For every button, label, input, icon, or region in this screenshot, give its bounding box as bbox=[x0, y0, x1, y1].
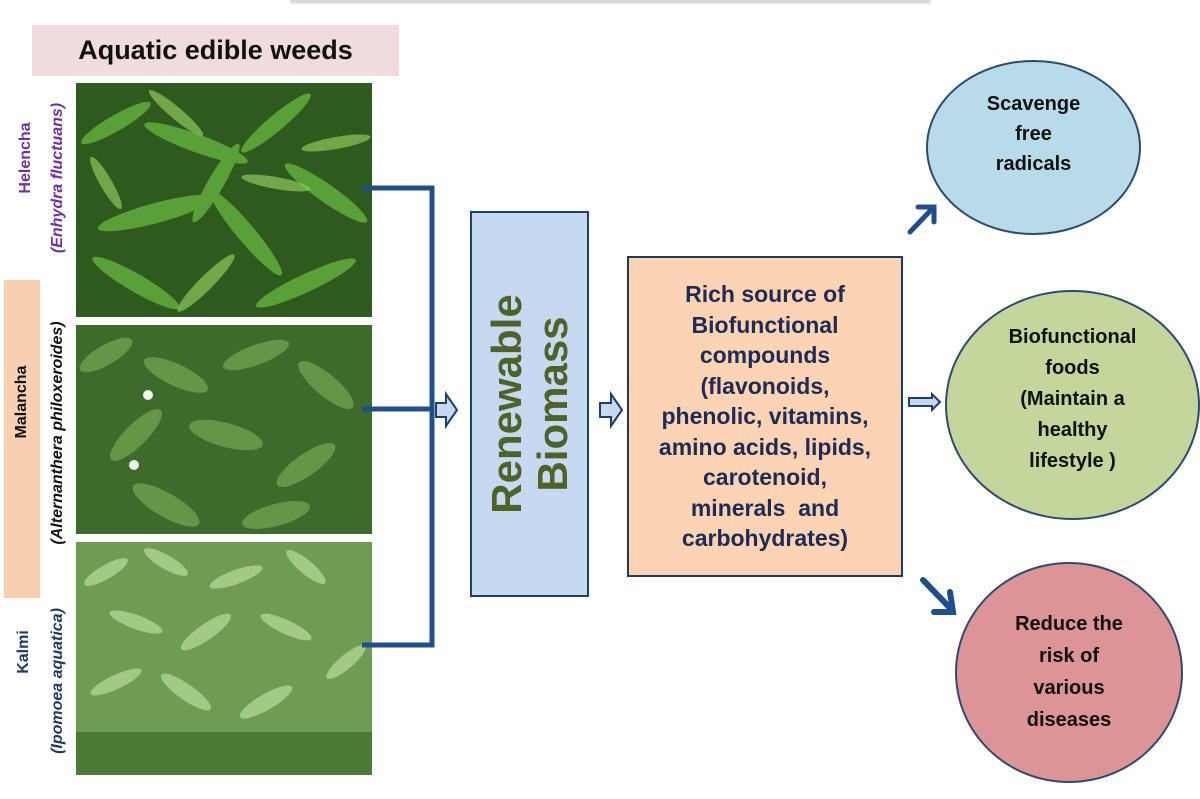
kalmi-leaves-illustration bbox=[76, 542, 372, 775]
top-divider bbox=[290, 0, 930, 2]
bracket-connector bbox=[362, 185, 435, 648]
outcome-line: various bbox=[1033, 677, 1105, 699]
compounds-line: phenolic, vitamins, bbox=[661, 403, 869, 430]
malancha-leaves-illustration bbox=[76, 325, 372, 534]
outcome-line: radicals bbox=[995, 153, 1072, 175]
malancha-label-background bbox=[4, 280, 40, 598]
outcome-line: foods bbox=[1045, 357, 1100, 379]
outcome-biofunctional-foods: Biofunctional foods (Maintain a healthy … bbox=[945, 290, 1200, 520]
outcome-line: healthy bbox=[1037, 419, 1108, 441]
compounds-line: amino acids, lipids, bbox=[658, 433, 872, 460]
outcome-line: lifestyle ) bbox=[1029, 450, 1116, 472]
biomass-line-2: Biomass bbox=[528, 316, 576, 492]
biofunctional-compounds-box: Rich source of Biofunctional compounds (… bbox=[627, 256, 903, 577]
kalmi-photo bbox=[76, 542, 372, 775]
compounds-line: carbohydrates) bbox=[681, 525, 849, 552]
compounds-line: Biofunctional bbox=[691, 311, 839, 338]
arrow-to-scavenge-icon bbox=[907, 204, 937, 235]
renewable-biomass-box: Renewable Biomass bbox=[470, 211, 589, 597]
compounds-line: carotenoid, bbox=[703, 464, 827, 491]
malancha-photo bbox=[76, 325, 372, 534]
renewable-biomass-label: Renewable Biomass bbox=[482, 294, 576, 514]
title-text: Aquatic edible weeds bbox=[78, 35, 353, 65]
title-banner: Aquatic edible weeds bbox=[32, 25, 399, 76]
outcome-line: diseases bbox=[1026, 709, 1112, 731]
block-arrow-to-biomass-icon bbox=[435, 390, 459, 430]
biomass-line-1: Renewable bbox=[482, 294, 530, 514]
outcome-line: Biofunctional bbox=[1008, 326, 1137, 348]
compounds-line: minerals and bbox=[690, 494, 840, 521]
compounds-line: (flavonoids, bbox=[700, 372, 830, 399]
block-arrow-to-compounds-icon bbox=[599, 390, 624, 430]
outcome-line: Scavenge bbox=[986, 93, 1081, 115]
arrow-to-reduce-risk-icon bbox=[920, 577, 957, 615]
outcome-line: (Maintain a bbox=[1020, 388, 1125, 410]
compounds-line: Rich source of bbox=[685, 281, 845, 308]
outcome-reduce-disease-risk: Reduce the risk of various diseases bbox=[955, 562, 1183, 783]
arrow-to-biofunctional-foods-icon bbox=[908, 391, 942, 413]
outcome-line: risk of bbox=[1038, 645, 1100, 667]
outcome-line: free bbox=[1015, 123, 1052, 145]
outcome-line: Reduce the bbox=[1015, 613, 1123, 635]
outcome-scavenge-free-radicals: Scavenge free radicals bbox=[926, 60, 1141, 235]
helencha-leaves-illustration bbox=[76, 83, 372, 317]
helencha-photo bbox=[76, 83, 372, 317]
compounds-line: compounds bbox=[699, 342, 831, 369]
